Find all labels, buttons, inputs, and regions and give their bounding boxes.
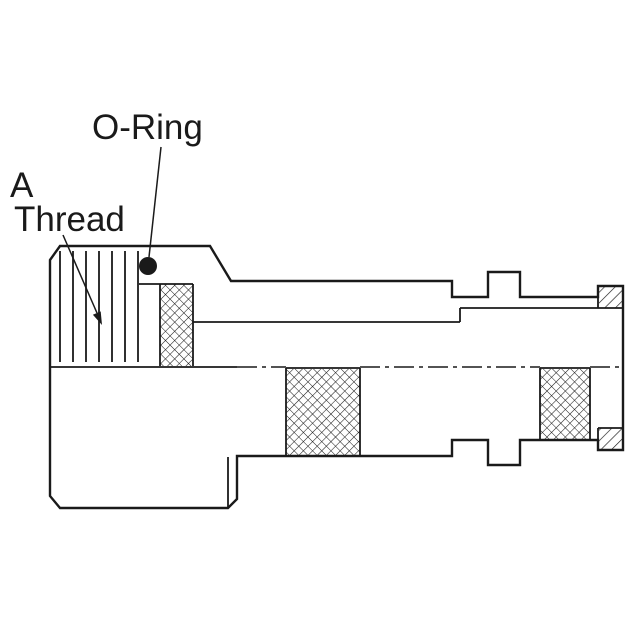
knurl-band-left	[285, 367, 361, 456]
section-crosshatch	[160, 284, 193, 366]
end-stub-hatch-bottom	[599, 428, 622, 449]
label-a: A	[10, 166, 34, 205]
end-stub-section	[597, 287, 622, 449]
label-thread: Thread	[14, 200, 125, 239]
thread-leader-line	[62, 234, 98, 314]
oring-leader-line	[148, 146, 162, 258]
end-stub-hatch-top	[599, 287, 622, 308]
knurl-texture	[540, 369, 590, 439]
thread-hatch-lines	[59, 251, 139, 362]
fitting-outline	[48, 244, 625, 510]
knurl-band-right	[539, 367, 591, 440]
sectioned-wall-block	[159, 284, 194, 366]
o-ring-dot	[139, 257, 157, 275]
knurl-texture	[286, 369, 360, 455]
thread-leader	[62, 234, 102, 325]
bore-lines	[193, 307, 623, 429]
label-o-ring: O-Ring	[92, 108, 203, 147]
thread-leader-arrowhead	[92, 311, 102, 325]
